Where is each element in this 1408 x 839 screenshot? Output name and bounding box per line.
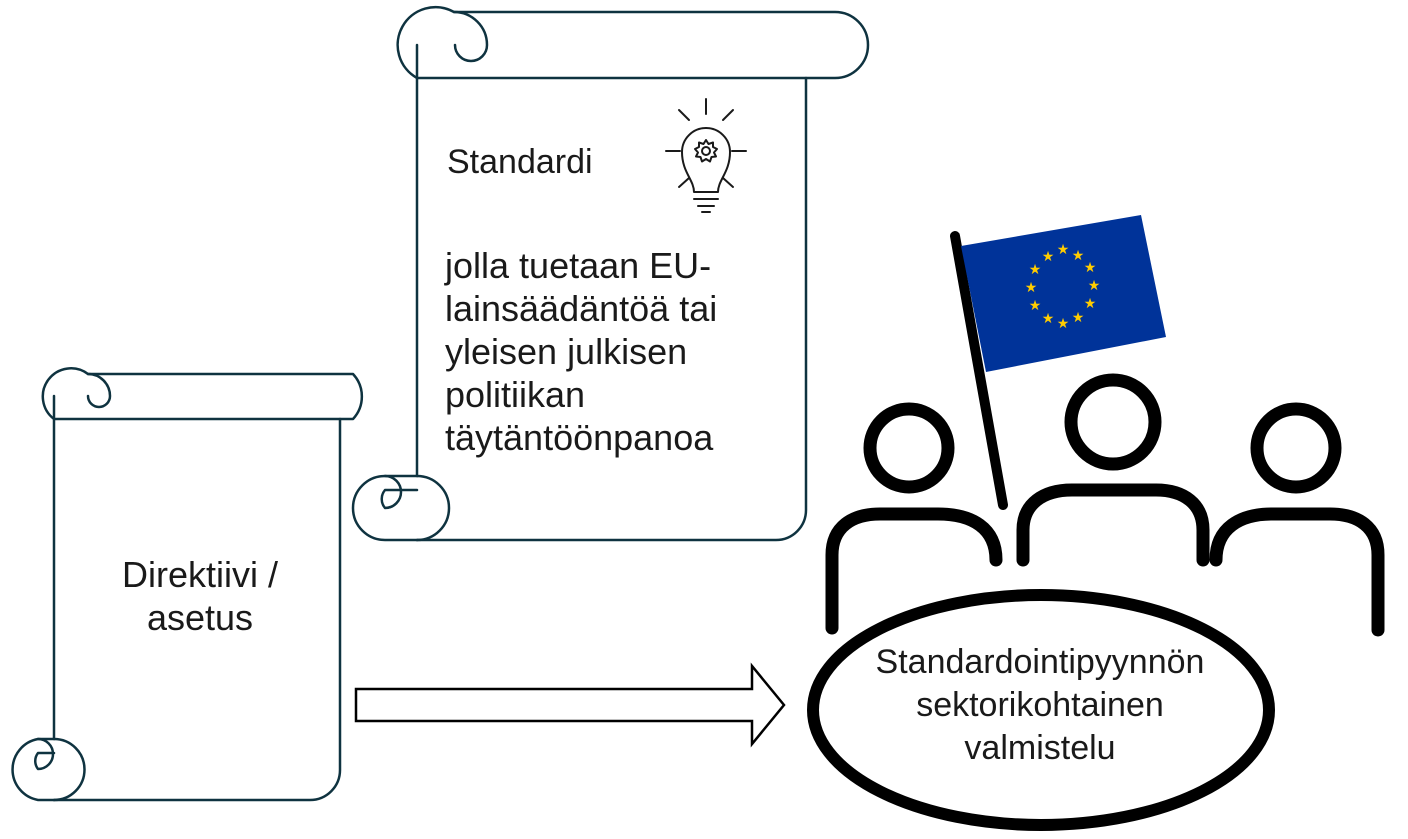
svg-text:★: ★ [1029, 262, 1042, 278]
eu-flag-icon: ★ ★ ★ ★ ★ ★ ★ ★ ★ ★ ★ ★ [950, 215, 1166, 510]
svg-text:★: ★ [1029, 298, 1042, 314]
meeting-ellipse [807, 589, 1275, 831]
svg-text:★: ★ [1088, 278, 1101, 294]
svg-text:★: ★ [1042, 249, 1055, 265]
svg-text:★: ★ [1057, 242, 1070, 258]
directive-scroll [11, 367, 364, 802]
svg-text:★: ★ [1025, 280, 1038, 296]
standard-title: Standardi [447, 143, 593, 181]
svg-text:★: ★ [1072, 248, 1085, 264]
directive-label: Direktiivi / asetus [121, 554, 278, 638]
meeting-label: Standardointipyynnön sektorikohtainen va… [875, 643, 1205, 767]
svg-text:★: ★ [1042, 311, 1055, 327]
svg-text:★: ★ [1084, 296, 1097, 312]
lightbulb-gear-icon [665, 98, 747, 213]
standard-description: jolla tuetaan EU-lainsäädäntöä tai yleis… [445, 245, 718, 458]
right-arrow-icon [354, 662, 786, 748]
standard-scroll [351, 5, 870, 542]
svg-text:★: ★ [1084, 260, 1097, 276]
people-group-icon [825, 373, 1385, 637]
svg-text:★: ★ [1072, 310, 1085, 326]
svg-text:★: ★ [1057, 316, 1070, 332]
